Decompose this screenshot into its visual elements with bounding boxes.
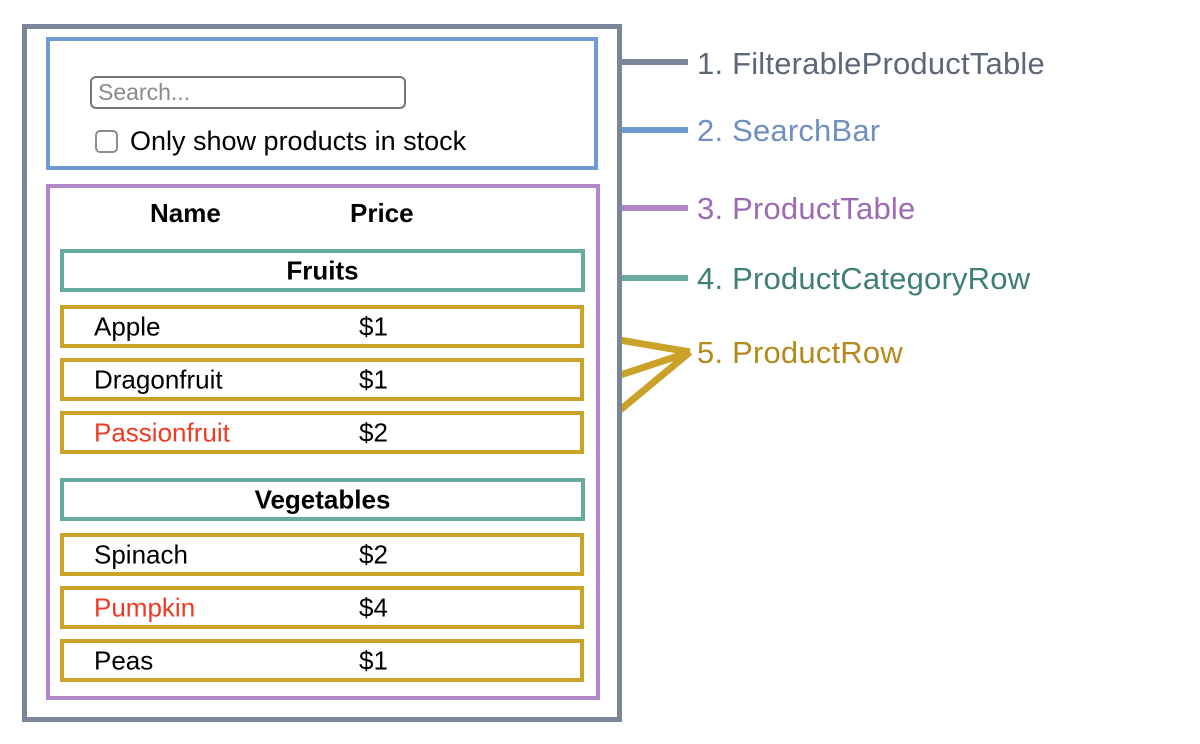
legend-item-producttable: 3. ProductTable xyxy=(697,191,916,226)
table-header-row: Name Price xyxy=(60,198,584,242)
product-price: $1 xyxy=(359,364,388,394)
in-stock-checkbox-row[interactable]: Only show products in stock xyxy=(95,128,466,155)
table-row: Dragonfruit $1 xyxy=(60,358,584,401)
product-name: Dragonfruit xyxy=(94,364,223,394)
product-price: $1 xyxy=(359,311,388,341)
in-stock-checkbox-label: Only show products in stock xyxy=(130,126,467,156)
product-price: $2 xyxy=(359,539,388,569)
table-row: Apple $1 xyxy=(60,305,584,348)
product-name: Apple xyxy=(94,311,161,341)
product-price: $1 xyxy=(359,645,388,675)
legend-item-filterableproducttable: 1. FilterableProductTable xyxy=(697,46,1045,81)
table-row: Spinach $2 xyxy=(60,533,584,576)
column-header-name: Name xyxy=(150,198,221,228)
search-input[interactable] xyxy=(90,76,406,109)
product-name: Spinach xyxy=(94,539,188,569)
product-category-row-label: Vegetables xyxy=(254,484,391,514)
product-name: Peas xyxy=(94,645,154,675)
product-name: Passionfruit xyxy=(94,417,230,447)
product-category-row-label: Fruits xyxy=(286,255,359,285)
legend-item-productrow: 5. ProductRow xyxy=(697,335,903,370)
table-row: Passionfruit $2 xyxy=(60,411,584,454)
in-stock-checkbox[interactable] xyxy=(95,130,118,153)
table-row: Peas $1 xyxy=(60,639,584,682)
product-category-row: Fruits xyxy=(60,249,585,292)
product-category-row: Vegetables xyxy=(60,478,585,521)
legend-item-searchbar: 2. SearchBar xyxy=(697,113,881,148)
product-price: $2 xyxy=(359,417,388,447)
product-name: Pumpkin xyxy=(94,592,196,622)
table-row: Pumpkin $4 xyxy=(60,586,584,629)
legend-item-productcategoryrow: 4. ProductCategoryRow xyxy=(697,261,1031,296)
product-price: $4 xyxy=(359,592,388,622)
column-header-price: Price xyxy=(350,198,414,228)
